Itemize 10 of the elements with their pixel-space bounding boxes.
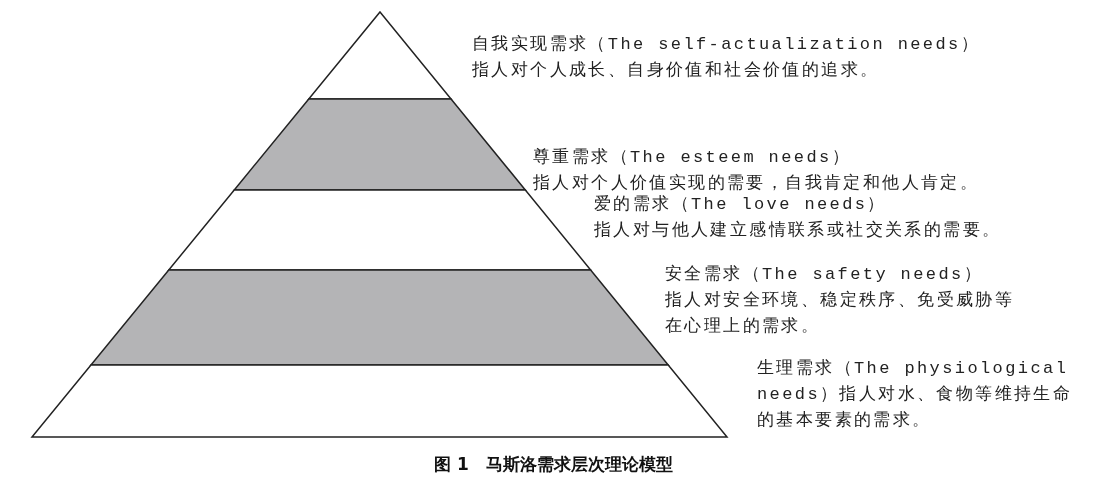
level-description: 指人对与他人建立感情联系或社交关系的需要。 [594, 219, 1003, 242]
level-heading: 尊重需求（The esteem needs） [533, 147, 853, 169]
level-description: 指人对安全环境、稳定秩序、免受威胁等在心理上的需求。 [665, 289, 1015, 338]
level-description: 指人对个人价值实现的需要，自我肯定和他人肯定。 [533, 172, 981, 195]
level-description: 指人对个人成长、自身价值和社会价值的追求。 [472, 60, 881, 82]
level-heading: 生理需求（The physiological needs）指人对水、食物等维持生命的基本要素的需求。 [757, 358, 1074, 432]
figure-caption: 图 1 马斯洛需求层次理论模型 [433, 453, 674, 476]
level-heading: 安全需求（The safety needs） [665, 263, 985, 286]
level-heading: 爱的需求（The love needs） [594, 194, 888, 216]
level-heading: 自我实现需求（The self-actualization needs） [472, 34, 982, 56]
